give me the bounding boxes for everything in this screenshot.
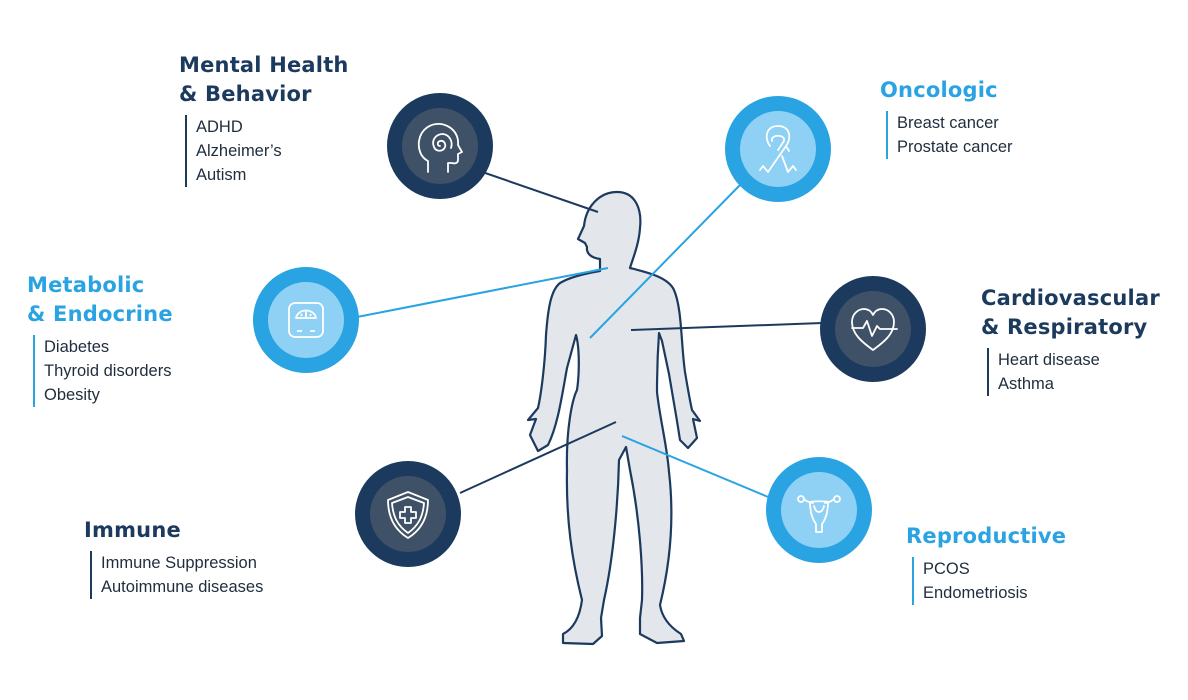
awareness-ribbon-icon: [759, 125, 797, 173]
category-immune: Immune Immune Suppression Autoimmune dis…: [84, 516, 263, 599]
weight-scale-icon: [288, 302, 324, 338]
head-spiral-icon: [417, 123, 463, 173]
list-item: Endometriosis: [923, 584, 1028, 602]
list-item: Prostate cancer: [897, 138, 1013, 156]
list-item: Immune Suppression: [101, 554, 257, 572]
list-item: PCOS: [923, 560, 970, 578]
human-silhouette: [526, 190, 702, 646]
oncologic-badge: [725, 96, 831, 202]
cardio-badge: [820, 276, 926, 382]
condition-list: PCOS Endometriosis: [912, 557, 1066, 605]
shield-cross-icon: [387, 491, 429, 539]
list-item: Autoimmune diseases: [101, 578, 264, 596]
condition-list: Immune Suppression Autoimmune diseases: [90, 551, 263, 599]
list-item: Diabetes: [44, 338, 110, 356]
connector-immune: [459, 421, 617, 494]
condition-list: Breast cancer Prostate cancer: [886, 111, 1013, 159]
list-item: ADHD: [196, 118, 243, 136]
condition-list: Heart disease Asthma: [987, 348, 1160, 396]
category-title: Reproductive: [906, 524, 1067, 548]
category-title: Mental Health& Behavior: [179, 53, 349, 106]
category-reproductive: Reproductive PCOS Endometriosis: [906, 522, 1066, 605]
metabolic-badge: [253, 267, 359, 373]
connector-metabolic: [356, 267, 609, 318]
uterus-icon: [797, 495, 841, 533]
connector-reproductive: [621, 435, 774, 500]
category-metabolic: Metabolic& Endocrine Diabetes Thyroid di…: [27, 271, 173, 407]
category-mental-health: Mental Health& Behavior ADHD Alzheimer’s…: [179, 51, 349, 187]
list-item: Alzheimer’s: [196, 142, 282, 160]
connector-oncologic: [589, 184, 741, 339]
immune-badge: [355, 461, 461, 567]
list-item: Asthma: [998, 375, 1054, 393]
list-item: Thyroid disorders: [44, 362, 172, 380]
list-item: Heart disease: [998, 351, 1100, 369]
category-cardiovascular: Cardiovascular& Respiratory Heart diseas…: [981, 284, 1160, 396]
category-oncologic: Oncologic Breast cancer Prostate cancer: [880, 76, 1013, 159]
reproductive-badge: [766, 457, 872, 563]
category-title: Metabolic& Endocrine: [27, 273, 173, 326]
condition-list: ADHD Alzheimer’s Autism: [185, 115, 349, 187]
category-title: Immune: [84, 518, 181, 542]
category-title: Oncologic: [880, 78, 998, 102]
mental-health-badge: [387, 93, 493, 199]
list-item: Breast cancer: [897, 114, 999, 132]
heart-pulse-icon: [851, 308, 898, 351]
category-title: Cardiovascular& Respiratory: [981, 286, 1160, 339]
connector-cardio: [630, 322, 823, 331]
list-item: Autism: [196, 166, 247, 184]
list-item: Obesity: [44, 386, 100, 404]
condition-list: Diabetes Thyroid disorders Obesity: [33, 335, 173, 407]
